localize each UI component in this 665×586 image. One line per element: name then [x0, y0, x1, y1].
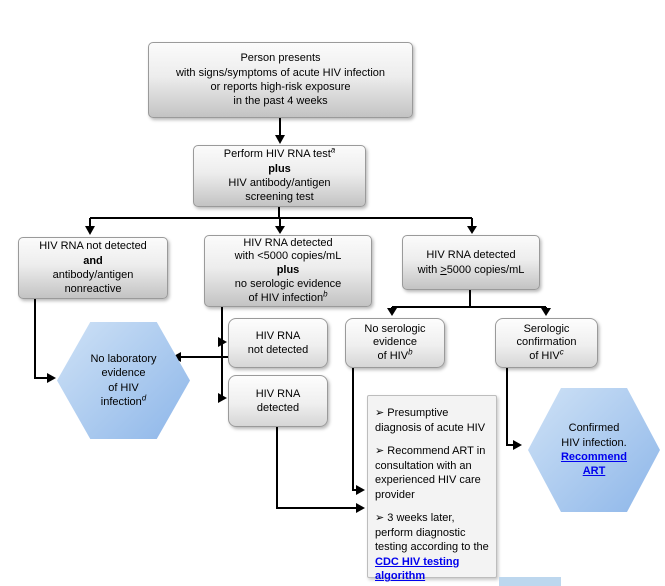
- bullet-text: Presumptive diagnosis of acute HIV: [375, 407, 486, 434]
- cdc-hiv-testing-algorithm-link[interactable]: CDC HIV testing algorithm: [375, 555, 460, 583]
- box-text-line: Person presents: [240, 52, 321, 65]
- box-recommendations: ➢ Presumptive diagnosis of acute HIV ➢ R…: [367, 395, 497, 582]
- box-text-line: No serologic: [364, 323, 426, 336]
- box-text-line: in the past 4 weeks: [233, 95, 328, 108]
- connector-mid-branch-rail: [172, 307, 228, 403]
- box-text-line: evidence: [372, 336, 418, 349]
- box-text: Perform HIV RNA test: [223, 148, 331, 161]
- hex-text-line: of HIV: [108, 381, 139, 394]
- bullet-text: Recommend ART in consultation with an ex…: [375, 445, 486, 501]
- footnote-c: c: [559, 346, 564, 356]
- connector-left-branch-to-hexagon: [34, 298, 56, 383]
- box-text-line: plus: [268, 162, 291, 175]
- bullet-item-diagnostic-testing: ➢ 3 weeks later, perform diagnostic test…: [375, 511, 489, 584]
- box-rna-not-detected-nonreactive: HIV RNA not detected and antibody/antige…: [18, 237, 168, 299]
- box-perform-hiv-rna-test: Perform HIV RNA testa plus HIV antibody/…: [193, 145, 366, 207]
- box-text-line: nonreactive: [64, 283, 122, 296]
- box-text-line: antibody/antigen: [52, 269, 134, 281]
- box-text-line: Perform HIV RNA testa: [223, 145, 336, 161]
- box-rna-detected-under-5000: HIV RNA detected with <5000 copies/mL pl…: [204, 235, 372, 307]
- box-text-line: with <5000 copies/mL: [234, 250, 342, 263]
- box-text-line: detected: [256, 402, 300, 414]
- box-text-line: and: [83, 254, 103, 267]
- box-text-line: of HIV infectionb: [248, 288, 328, 306]
- box-serologic-confirmation: Serologic confirmation of HIVc: [495, 318, 598, 368]
- bullet-item-presumptive-diagnosis: ➢ Presumptive diagnosis of acute HIV: [375, 406, 489, 435]
- box-text-line: Serologic: [523, 323, 570, 336]
- box-text: 5000 copies/mL: [446, 263, 525, 276]
- box-person-presents: Person presents with signs/symptoms of a…: [148, 42, 413, 118]
- hex-text: infection: [100, 395, 142, 408]
- connector-no-serologic-to-bullets: [352, 368, 365, 495]
- box-text-line: or reports high-risk exposure: [210, 81, 351, 93]
- arrow-bullet-icon: ➢: [375, 512, 388, 525]
- box-text-line: with >5000 copies/mL: [418, 263, 525, 277]
- box-text-line: confirmation: [516, 336, 577, 349]
- box-text-line: screening test: [245, 191, 314, 204]
- connector-top-to-perform: [275, 118, 285, 144]
- box-text-line: HIV RNA: [255, 387, 301, 400]
- bullet-item-recommend-art: ➢ Recommend ART in consultation with an …: [375, 444, 489, 502]
- box-text-line: HIV RNA detected: [243, 236, 333, 249]
- hex-text-line: HIV infection.: [561, 436, 627, 449]
- box-text-line: of HIVb: [377, 346, 413, 363]
- footnote-b: b: [323, 288, 328, 298]
- greater-equal-sign: >: [440, 263, 447, 276]
- recommend-art-link[interactable]: Recommend: [560, 451, 628, 463]
- box-text: with: [417, 263, 441, 276]
- box-text-line: HIV RNA: [255, 329, 301, 342]
- box-rna-detected-over-5000: HIV RNA detected with >5000 copies/mL: [402, 235, 540, 290]
- connector-serologic-to-hexagon: [506, 368, 522, 450]
- hex-text-line: Confirmed: [568, 422, 620, 435]
- arrow-bullet-icon: ➢: [375, 445, 388, 458]
- box-text-line: not detected: [247, 344, 309, 356]
- box-text: of HIV infection: [248, 291, 324, 304]
- hex-text-line: evidence: [101, 367, 146, 380]
- hex-text-line: No laboratory: [90, 352, 157, 365]
- box-text: of HIV: [377, 349, 409, 362]
- footnote-a: a: [330, 145, 336, 155]
- recommend-art-link[interactable]: ART: [582, 465, 606, 478]
- box-text: of HIV: [529, 349, 560, 362]
- box-no-serologic-evidence: No serologic evidence of HIVb: [345, 318, 445, 368]
- arrow-bullet-icon: ➢: [375, 407, 388, 419]
- bullet-text: 3 weeks later, perform diagnostic testin…: [375, 512, 489, 554]
- box-hiv-rna-not-detected: HIV RNA not detected: [228, 318, 328, 368]
- box-text-line: HIV RNA detected: [426, 249, 516, 262]
- box-text-line: with signs/symptoms of acute HIV infecti…: [175, 66, 386, 79]
- box-hiv-rna-detected: HIV RNA detected: [228, 375, 328, 427]
- footnote-b: b: [408, 346, 413, 356]
- connector-three-way-branch: [85, 207, 477, 235]
- box-text-line: of HIVc: [529, 346, 564, 363]
- connector-right-two-way-branch: [387, 290, 551, 316]
- box-text-line: HIV antibody/antigen: [228, 177, 331, 189]
- box-text-line: plus: [276, 264, 300, 277]
- box-text-line: no serologic evidence: [234, 277, 342, 290]
- box-text-line: HIV RNA not detected: [39, 240, 147, 253]
- cropped-blue-shape: [499, 577, 561, 586]
- connector-rna-detected-to-bullets: [276, 427, 365, 513]
- footnote-d: d: [141, 393, 147, 403]
- hex-text-line: infectiond: [100, 393, 147, 409]
